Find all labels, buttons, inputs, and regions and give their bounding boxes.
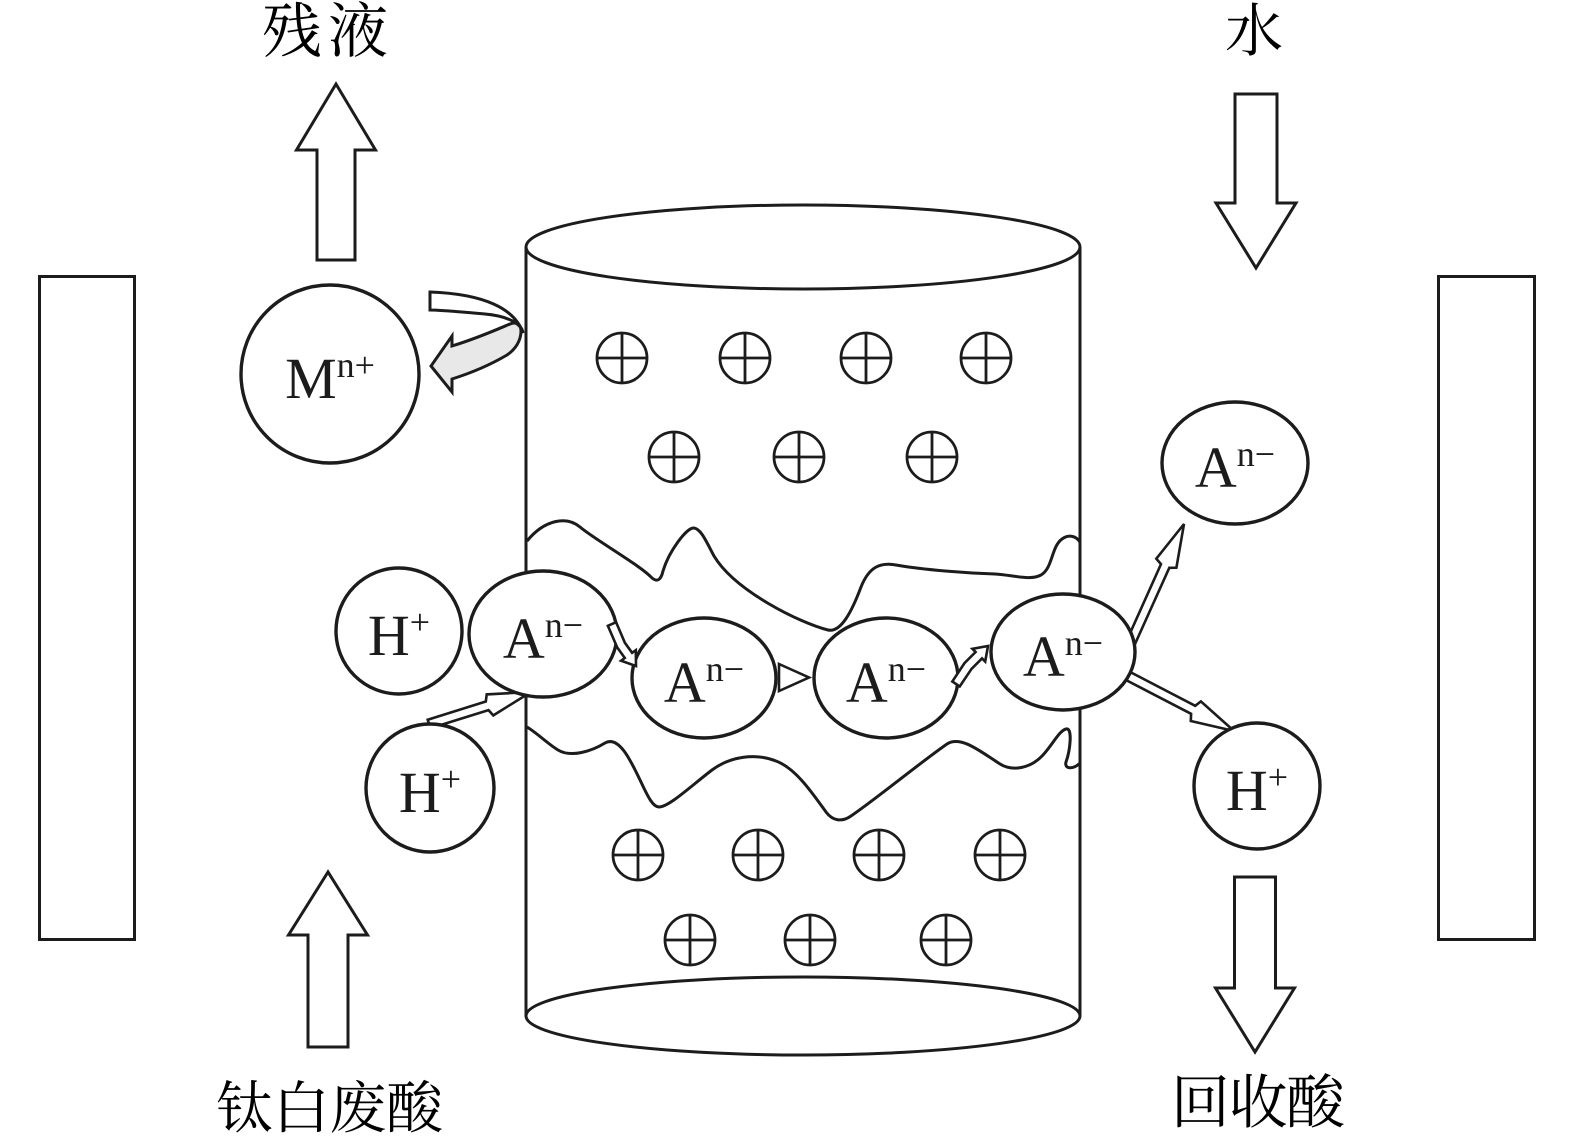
- cylinder-top-ellipse: [524, 203, 1082, 291]
- fixed-charge-icon: [959, 331, 1013, 385]
- fixed-charge-icon: [731, 828, 785, 882]
- anion-released-label: An−: [1195, 434, 1275, 500]
- anion-released-circle: [1160, 400, 1310, 526]
- anion-membrane-3: An−: [812, 616, 960, 740]
- metal-ion-bubble-label: Mn+: [285, 345, 375, 411]
- metal-release-curved-arrow: [428, 290, 525, 397]
- arrow-anion4-to-proton: [1124, 670, 1235, 733]
- up-arrow-waste-acid: [285, 869, 371, 1049]
- anion-membrane-3-label: An−: [846, 649, 926, 715]
- fixed-charge-icon: [718, 331, 772, 385]
- arrow-anion2-to-anion3: [777, 661, 813, 694]
- fixed-charge-icon: [783, 913, 837, 967]
- hydrogen-ion-right: H+: [1192, 721, 1322, 851]
- fixed-charge-icon: [663, 913, 717, 967]
- hydrogen-ion-left-upper-label: H+: [368, 602, 430, 668]
- label-residual-liquid: 残液: [263, 1, 387, 57]
- fixed-charge-icon: [772, 430, 826, 484]
- hydrogen-ion-left-upper-circle: [334, 566, 464, 696]
- anion-membrane-4: An−: [989, 592, 1137, 712]
- fixed-charge-icon: [839, 331, 893, 385]
- anion-membrane-4-circle: [989, 592, 1137, 712]
- fixed-charge-icon: [611, 828, 665, 882]
- membrane-wavy-line-lower: [526, 725, 1082, 822]
- hydrogen-ion-left-lower-circle: [364, 722, 496, 854]
- fixed-charge-icon: [595, 331, 649, 385]
- cylinder-bottom-ellipse: [524, 975, 1082, 1057]
- metal-ion-bubble: Mn+: [239, 283, 421, 465]
- anion-membrane-2-label: An−: [664, 649, 744, 715]
- fixed-charge-icon: [919, 913, 973, 967]
- hydrogen-ion-left-lower: H+: [364, 722, 496, 854]
- down-arrow-recovered-acid: [1212, 875, 1298, 1055]
- anion-membrane-2-circle: [630, 616, 778, 740]
- anion-membrane-4-label: An−: [1023, 623, 1103, 689]
- label-recovered-acid: 回收酸: [1177, 1073, 1344, 1128]
- hydrogen-ion-right-label: H+: [1226, 757, 1288, 823]
- membrane-cylinder: [524, 203, 1082, 1057]
- curved-arrow-return-band: [429, 321, 523, 397]
- label-waste-acid: 钛白废酸: [217, 1079, 442, 1133]
- fixed-charge-icon: [852, 828, 906, 882]
- hydrogen-ion-left-lower-label: H+: [399, 759, 461, 825]
- anion-membrane-1-label: An−: [503, 605, 583, 671]
- arrow-proton-to-anion1: [426, 690, 532, 730]
- arrow-anion1-to-anion2: [606, 620, 638, 668]
- membrane-wavy-line-upper: [525, 519, 1082, 632]
- up-arrow-residual: [293, 81, 379, 262]
- fixed-charge-icon: [647, 430, 701, 484]
- left-electrode-bar: [38, 275, 136, 941]
- anion-membrane-2: An−: [630, 616, 778, 740]
- right-electrode-bar: [1437, 275, 1536, 941]
- down-arrow-water: [1213, 92, 1299, 271]
- arrow-anion3-to-anion4: [950, 644, 990, 689]
- label-water: 水: [1226, 2, 1282, 56]
- hydrogen-ion-right-circle: [1192, 721, 1322, 851]
- metal-ion-bubble-circle: [239, 283, 421, 465]
- anion-membrane-1: An−: [467, 569, 619, 699]
- arrow-anion4-to-released: [1125, 523, 1186, 646]
- curved-arrow-top-band: [428, 290, 525, 334]
- fixed-charge-icon: [973, 828, 1027, 882]
- fixed-charge-icon: [905, 430, 959, 484]
- hydrogen-ion-left-upper: H+: [334, 566, 464, 696]
- anion-released: An−: [1160, 400, 1310, 526]
